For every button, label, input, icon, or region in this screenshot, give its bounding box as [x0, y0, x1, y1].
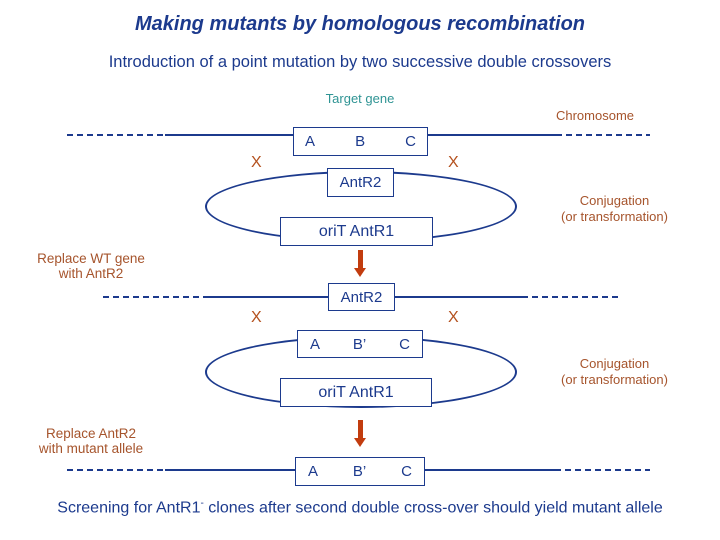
chromosome1-line-solid-left: [165, 134, 294, 136]
conjugation-line2: (or transformation): [561, 209, 668, 224]
plasmid1-orit-box: oriT AntR1: [280, 217, 433, 246]
chromosome3-line-solid-right: [425, 469, 555, 471]
chromosome1-line-dashed-left: [67, 134, 165, 136]
arrow-stem: [357, 250, 363, 268]
chromosome3-line-dashed-right: [555, 469, 650, 471]
crossover-x-right-1: X: [448, 154, 459, 171]
footer-superscript-minus: -: [200, 498, 204, 509]
gene-c: C: [405, 133, 416, 150]
gene-b-prime: B’: [352, 463, 367, 480]
down-arrow-1: [354, 250, 366, 277]
step1-caption: Replace WT gene with AntR2: [16, 251, 166, 281]
gene-box-wildtype: A B C: [293, 127, 428, 156]
chromosome1-line-dashed-right: [556, 134, 650, 136]
gene-b: B: [355, 133, 366, 150]
slide-title: Making mutants by homologous recombinati…: [134, 13, 586, 35]
gene-a: A: [308, 463, 319, 480]
crossover-x-left-1: X: [251, 154, 262, 171]
arrow-head: [354, 268, 366, 277]
gene-b-prime: B’: [352, 335, 367, 353]
chromosome-label: Chromosome: [555, 108, 635, 123]
footer-note: Screening for AntR1- clones after second…: [0, 498, 720, 517]
plasmid1-marker-box: AntR2: [327, 168, 394, 197]
chromosome1-line-solid-right: [428, 134, 556, 136]
footer-text-suffix: clones after second double cross-over sh…: [203, 499, 663, 517]
gene-a: A: [305, 133, 316, 150]
arrow-head: [354, 438, 366, 447]
chromosome2-marker-box: AntR2: [328, 283, 395, 311]
plasmid2-orit-box: oriT AntR1: [280, 378, 432, 407]
slide-subtitle: Introduction of a point mutation by two …: [108, 53, 612, 71]
chromosome2-line-solid-right: [395, 296, 522, 298]
step2-line2: with mutant allele: [38, 441, 144, 456]
target-gene-label: Target gene: [325, 91, 395, 106]
gene-box-mutant: A B’ C: [295, 457, 425, 486]
step2-caption: Replace AntR2 with mutant allele: [16, 426, 166, 456]
plasmid2-gene-box: A B’ C: [297, 330, 423, 358]
conjugation-label-2: Conjugation (or transformation): [532, 356, 697, 388]
crossover-x-right-2: X: [448, 309, 459, 326]
chromosome2-line-solid-left: [205, 296, 328, 298]
chromosome2-line-dashed-right: [522, 296, 622, 298]
conjugation-label-1: Conjugation (or transformation): [532, 193, 697, 225]
chromosome3-line-solid-left: [165, 469, 295, 471]
step2-line1: Replace AntR2: [45, 426, 137, 441]
conjugation-line1: Conjugation: [579, 356, 650, 371]
conjugation-line1: Conjugation: [579, 193, 650, 208]
chromosome3-line-dashed-left: [67, 469, 165, 471]
step1-line1: Replace WT gene: [37, 251, 145, 266]
gene-c: C: [399, 335, 410, 353]
gene-a: A: [310, 335, 321, 353]
arrow-stem: [357, 420, 363, 438]
crossover-x-left-2: X: [251, 309, 262, 326]
gene-c: C: [401, 463, 412, 480]
step1-line2: with AntR2: [58, 266, 124, 281]
down-arrow-2: [354, 420, 366, 447]
chromosome2-line-dashed-left: [103, 296, 205, 298]
footer-text-prefix: Screening for AntR1: [57, 499, 201, 517]
conjugation-line2: (or transformation): [561, 372, 668, 387]
